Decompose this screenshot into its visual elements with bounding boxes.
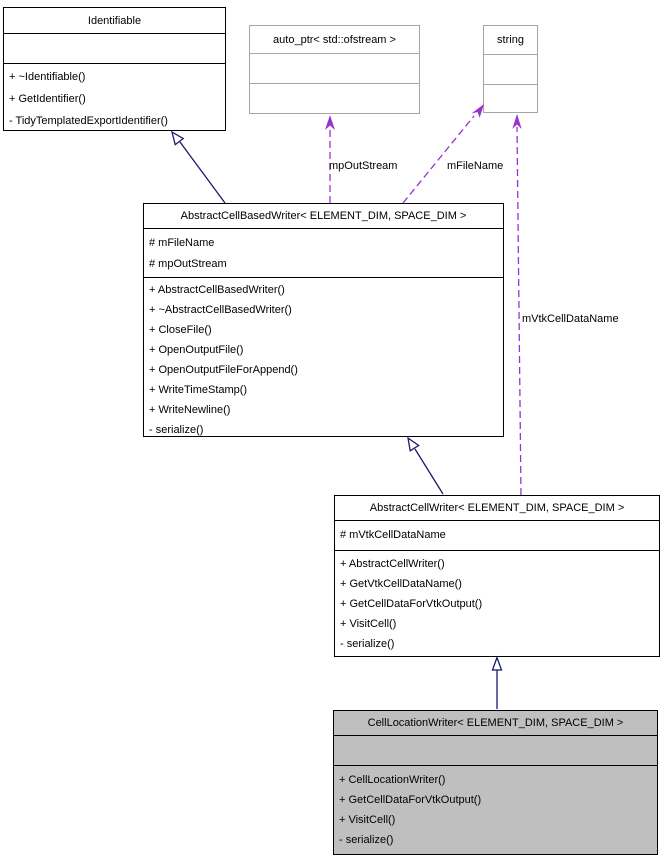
attributes-section-empty	[484, 55, 537, 85]
method-entry: + VisitCell()	[340, 618, 397, 630]
class-node-identifiable[interactable]: Identifiable + ~Identifiable() + GetIden…	[3, 7, 226, 131]
class-title: CellLocationWriter< ELEMENT_DIM, SPACE_D…	[334, 711, 657, 736]
attributes-section: # mFileName # mpOutStream	[144, 229, 503, 278]
method-entry: + GetVtkCellDataName()	[340, 578, 462, 590]
method-entry: + AbstractCellWriter()	[340, 558, 445, 570]
method-entry: + GetIdentifier()	[9, 93, 86, 105]
methods-section: + AbstractCellWriter() + GetVtkCellDataN…	[335, 551, 659, 656]
methods-section: + AbstractCellBasedWriter() + ~AbstractC…	[144, 278, 503, 442]
methods-section: + CellLocationWriter() + GetCellDataForV…	[334, 766, 657, 852]
edge-label-mpoutstream: mpOutStream	[329, 160, 397, 172]
class-title: string	[484, 26, 537, 55]
method-entry: + GetCellDataForVtkOutput()	[339, 794, 482, 806]
method-entry: + ~Identifiable()	[9, 71, 86, 83]
method-entry: + WriteNewline()	[149, 404, 231, 416]
inheritance-line	[414, 448, 444, 495]
class-node-abstract-cell-writer[interactable]: AbstractCellWriter< ELEMENT_DIM, SPACE_D…	[334, 495, 660, 657]
method-entry: + AbstractCellBasedWriter()	[149, 284, 285, 296]
edge-label-mvtkcelldataname: mVtkCellDataName	[522, 313, 619, 325]
usage-edge-mvtkcelldataname: mVtkCellDataName	[512, 114, 619, 496]
method-entry: + OpenOutputFile()	[149, 344, 244, 356]
method-entry: + OpenOutputFileForAppend()	[149, 364, 298, 376]
attribute-entry: # mVtkCellDataName	[340, 529, 446, 541]
class-node-string: string	[483, 25, 538, 113]
class-node-auto-ptr-ofstream: auto_ptr< std::ofstream >	[249, 25, 420, 114]
inheritance-line	[179, 141, 226, 204]
attribute-entry: # mFileName	[149, 237, 215, 249]
class-node-cell-location-writer-current: CellLocationWriter< ELEMENT_DIM, SPACE_D…	[333, 710, 658, 855]
method-entry: + WriteTimeStamp()	[149, 384, 248, 396]
class-node-abstract-cell-based-writer[interactable]: AbstractCellBasedWriter< ELEMENT_DIM, SP…	[143, 203, 504, 437]
class-title: AbstractCellBasedWriter< ELEMENT_DIM, SP…	[144, 204, 503, 229]
class-title: AbstractCellWriter< ELEMENT_DIM, SPACE_D…	[335, 496, 659, 521]
usage-edge-mfilename: mFileName	[402, 104, 503, 204]
attributes-section-empty	[4, 34, 225, 64]
methods-section-empty	[250, 84, 419, 88]
method-entry: + ~AbstractCellBasedWriter()	[149, 304, 292, 316]
inheritance-edge-abstractcellwriter-abstractcellbasedwriter	[407, 436, 444, 495]
usage-edge-mpoutstream: mpOutStream	[325, 115, 397, 203]
filled-arrowhead-icon	[325, 115, 335, 130]
class-title: Identifiable	[4, 8, 225, 34]
attributes-section-empty	[334, 736, 657, 766]
inheritance-edge-abstractcellbasedwriter-identifiable	[170, 130, 226, 204]
edge-label-mfilename: mFileName	[447, 160, 503, 172]
class-title: auto_ptr< std::ofstream >	[250, 26, 419, 54]
hollow-triangle-arrowhead-icon	[491, 655, 503, 671]
method-entry: - serialize()	[339, 834, 394, 846]
filled-arrowhead-icon	[512, 114, 522, 129]
usage-dashed-line	[516, 126, 522, 496]
method-entry: + VisitCell()	[339, 814, 396, 826]
method-entry: - serialize()	[149, 424, 204, 436]
method-entry: + CellLocationWriter()	[339, 774, 446, 786]
method-entry: + GetCellDataForVtkOutput()	[340, 598, 483, 610]
attributes-section-empty	[250, 54, 419, 84]
usage-dashed-line	[402, 115, 475, 204]
attribute-entry: # mpOutStream	[149, 258, 227, 270]
methods-section: + ~Identifiable() + GetIdentifier() - Ti…	[4, 64, 225, 134]
inheritance-edge-celllocationwriter-abstractcellwriter	[491, 655, 503, 709]
method-entry: - serialize()	[340, 638, 395, 650]
attributes-section: # mVtkCellDataName	[335, 521, 659, 551]
methods-section-empty	[484, 85, 537, 89]
method-entry: - TidyTemplatedExportIdentifier()	[9, 115, 168, 127]
method-entry: + CloseFile()	[149, 324, 212, 336]
